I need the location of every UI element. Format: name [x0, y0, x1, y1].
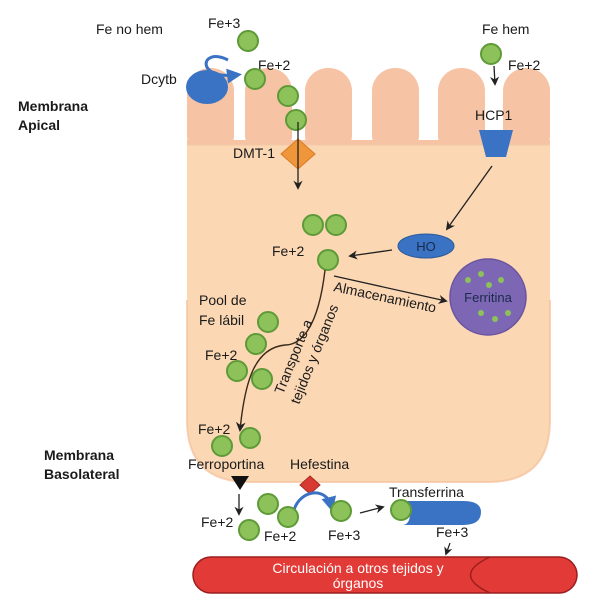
vessel-opening [469, 556, 491, 594]
ho-label: HO [416, 239, 436, 254]
iron-ion-fe2 [238, 519, 260, 541]
fe2-out1-label: Fe+2 [201, 514, 234, 530]
transport-arrow-icon [235, 269, 326, 432]
fe3-top-label: Fe+3 [208, 15, 241, 31]
ferritin-label: Ferritina [464, 290, 512, 305]
circulation-label-line2: órganos [333, 575, 384, 591]
heme-entry-arrow-icon [490, 65, 500, 86]
fe2-bottom-label: Fe+2 [198, 421, 231, 437]
iron-ion-fe2 [257, 311, 279, 333]
stored-iron-dot [478, 310, 484, 316]
iron-ion-fe2 [277, 506, 299, 528]
stored-iron-dot [486, 282, 492, 288]
iron-ion-fe2 [277, 85, 299, 107]
stored-iron-dot [492, 316, 498, 322]
ferritin: Ferritina [449, 258, 527, 336]
microvillus [372, 68, 419, 158]
fe2-pool-label: Fe+2 [205, 347, 238, 363]
ferroportin-label: Ferroportina [188, 456, 264, 472]
heme-oxygenase [397, 233, 455, 259]
microvilli [187, 68, 550, 158]
microvillus [305, 68, 352, 158]
iron-ion-fe3 [330, 500, 352, 522]
fe2-after-dcytb-label: Fe+2 [258, 57, 291, 73]
iron-ion-fe2 [239, 427, 261, 449]
microvillus [503, 68, 550, 158]
circulation-vessel [192, 556, 578, 594]
iron-ion-heme [480, 43, 502, 65]
stored-iron-dot [478, 271, 484, 277]
apical-membrane-label-line1: Membrana [18, 98, 88, 114]
cell-body [187, 145, 550, 482]
stored-iron-dot [498, 277, 504, 283]
iron-ion-fe2 [302, 214, 324, 236]
heme-iron-label: Fe hem [482, 21, 529, 37]
basolateral-membrane-label-line2: Basolateral [44, 466, 119, 482]
transferrin-protein [402, 501, 481, 525]
non-heme-iron-label: Fe no hem [96, 21, 163, 37]
iron-ion-fe2 [285, 109, 307, 131]
stored-iron-dot [505, 310, 511, 316]
to-circulation-arrow-icon [444, 542, 453, 556]
fe3-out-label: Fe+3 [328, 527, 361, 543]
stored-iron-dot [465, 277, 471, 283]
fe2-center-label: Fe+2 [272, 243, 305, 259]
dcytb-label: Dcytb [141, 71, 177, 87]
hephaestin-label: Hefestina [290, 456, 349, 472]
iron-ion-fe2 [226, 360, 248, 382]
transferrin-bound-iron [390, 499, 412, 521]
iron-ion-fe2 [245, 333, 267, 355]
fe2-out2-label: Fe+2 [264, 528, 297, 544]
apical-membrane-label-line2: Apical [18, 117, 60, 133]
oxidation-arrow-icon [292, 491, 337, 512]
labile-pool-label-line1: Pool de [199, 292, 247, 308]
basolateral-membrane-label-line1: Membrana [44, 447, 114, 463]
blood-vessel: Circulación a otros tejidos y órganos [192, 556, 578, 594]
circulation-label-line1: Circulación a otros tejidos y [272, 560, 443, 576]
hcp1-label: HCP1 [475, 107, 513, 123]
dmt1-label: DMT-1 [233, 145, 275, 161]
iron-ion-fe2 [211, 435, 233, 457]
iron-ion-fe2 [317, 249, 339, 271]
labile-pool-label-line2: Fe lábil [199, 312, 244, 328]
hcp1-to-ho-arrow-icon [445, 165, 493, 231]
to-transferrin-arrow-icon [359, 504, 385, 514]
fe3-transferrin-label: Fe+3 [436, 524, 469, 540]
enterocyte-cell [186, 68, 551, 483]
iron-ion-fe3 [237, 30, 259, 52]
iron-ion-fe2 [244, 68, 266, 90]
hcp1-transporter [479, 130, 513, 157]
iron-ion-fe2 [325, 214, 347, 236]
iron-ion-fe2 [257, 493, 279, 515]
fe2-heme-label: Fe+2 [508, 57, 541, 73]
transferrin-label: Transferrina [389, 484, 464, 500]
dcytb-enzyme [186, 70, 228, 104]
reduction-arrow-icon [204, 55, 242, 84]
microvillus [438, 68, 485, 158]
ferroportin-channel [231, 476, 249, 490]
ho-release-arrow-icon [348, 249, 393, 260]
iron-ion-fe2 [251, 368, 273, 390]
storage-arrow-icon [333, 275, 448, 304]
